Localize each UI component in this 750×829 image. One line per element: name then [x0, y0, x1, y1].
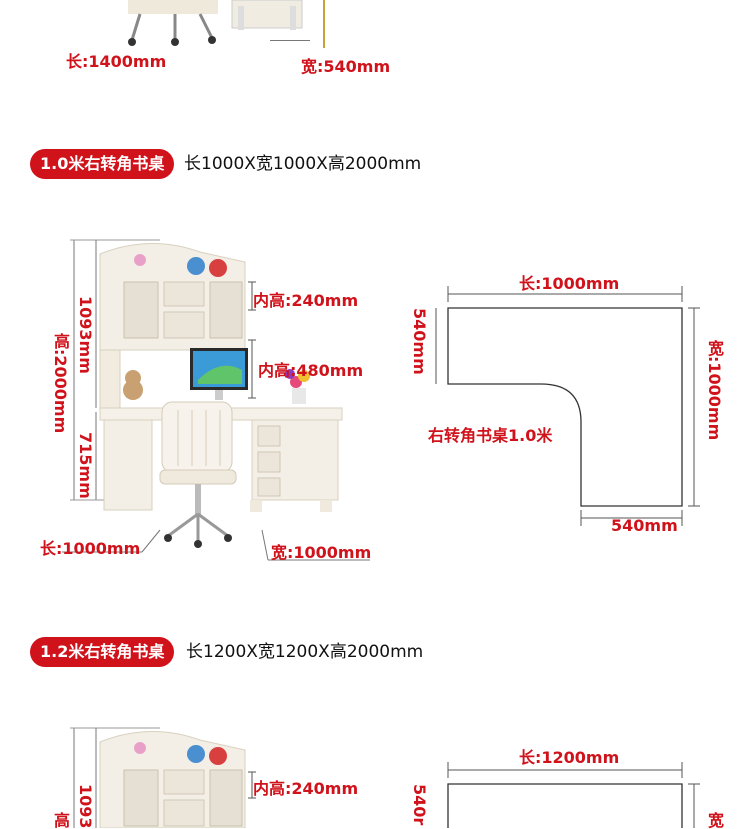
- photo-length-label: 长:1000mm: [40, 539, 141, 558]
- plan-left-depth-label: 540mm: [410, 308, 429, 375]
- plan-right-width-label: 宽:1000mm: [705, 340, 724, 441]
- top-width-label: 宽:540mm: [301, 57, 391, 76]
- corner-desk-plan: [400, 280, 740, 540]
- section-spec-2: 长1200X宽1200X高2000mm: [186, 642, 424, 662]
- plan-left-depth-label-2: 540r: [410, 784, 429, 826]
- inner-height-top-label-2: 内高:240mm: [253, 779, 359, 798]
- photo-width-label: 宽:1000mm: [271, 543, 372, 562]
- corner-desk-photo-2: [0, 718, 380, 828]
- plan-caption: 右转角书桌1.0米: [428, 426, 553, 445]
- corner-desk-plan-2: [400, 756, 740, 828]
- previous-desk-photo: [120, 0, 320, 48]
- section-badge: 1.0米右转角书桌: [30, 149, 175, 179]
- corner-desk-photo: [0, 230, 380, 570]
- inner-height-mid-label: 内高:480mm: [258, 361, 364, 380]
- total-height-label-2: 高: [51, 812, 70, 828]
- plan-top-length-label-2: 长:1200mm: [519, 748, 620, 767]
- top-length-label: 长:1400mm: [66, 52, 167, 71]
- hutch-height-label: 1093mm: [76, 296, 95, 374]
- top-dim-line: [270, 40, 310, 41]
- plan-top-length-label: 长:1000mm: [519, 274, 620, 293]
- total-height-label: 高:2000mm: [51, 333, 70, 434]
- hutch-height-label-2: 1093: [76, 784, 95, 829]
- plan-bottom-depth-label: 540mm: [611, 516, 678, 535]
- inner-height-top-label: 内高:240mm: [253, 291, 359, 310]
- section-spec: 长1000X宽1000X高2000mm: [184, 154, 422, 174]
- section-badge-2: 1.2米右转角书桌: [30, 637, 175, 667]
- top-dim-tick: [323, 0, 325, 48]
- desk-height-label: 715mm: [76, 432, 95, 499]
- plan-right-width-label-2: 宽: [705, 812, 724, 828]
